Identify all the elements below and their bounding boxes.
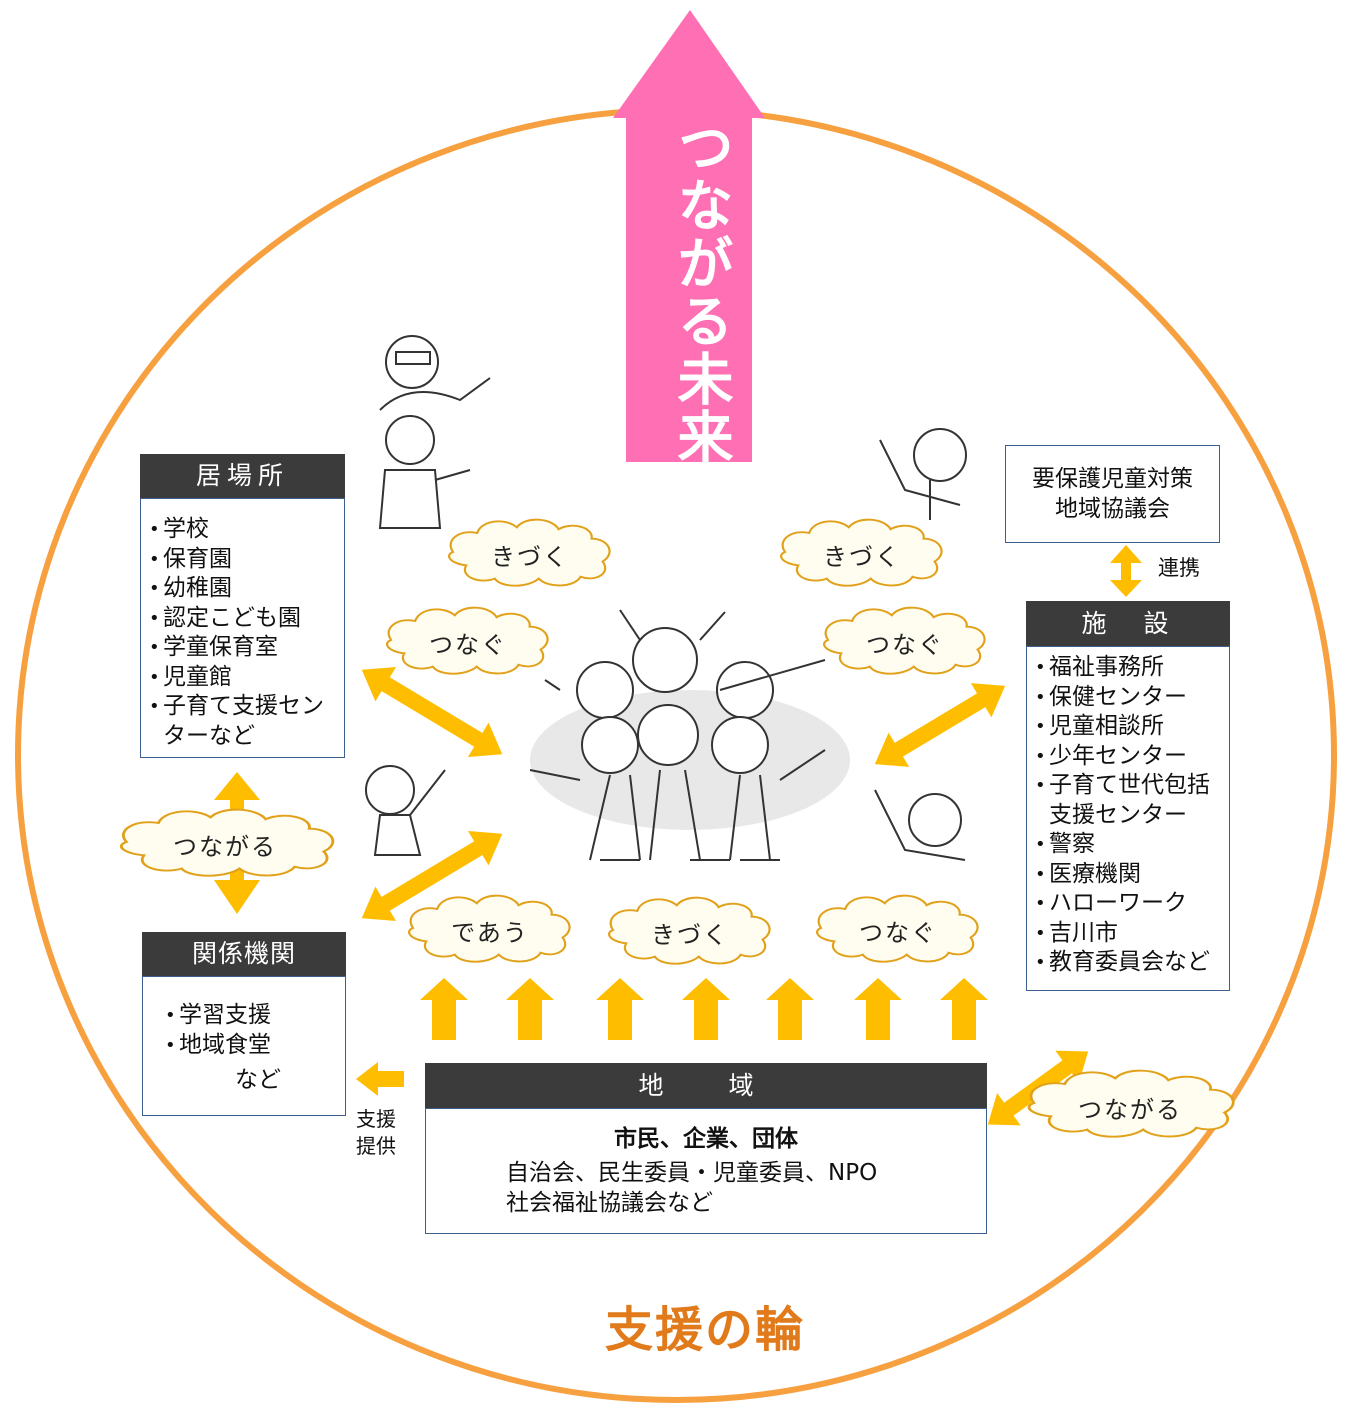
- ibasho-list: 学校 保育園 幼稚園 認定こども園 学童保育室 児童館 子育て支援センターなど: [149, 515, 339, 751]
- people-illustrations: [365, 335, 967, 861]
- shisetsu-list: 福祉事務所 保健センター 児童相談所 少年センター 子育て世代包括支援センター …: [1035, 653, 1227, 978]
- support-provide-line2: 提供: [356, 1134, 396, 1158]
- cloud-tsunagu-left-label: つなぐ: [429, 631, 507, 659]
- list-item: 保育園: [149, 545, 339, 575]
- list-item: 警察: [1035, 830, 1227, 860]
- cloud-kizuku-right-label: きづく: [823, 543, 901, 571]
- future-arrow-shape: [613, 10, 765, 462]
- list-item: 吉川市: [1035, 919, 1227, 949]
- cloud-deau-label: であう: [451, 919, 529, 947]
- list-item: 幼稚園: [149, 574, 339, 604]
- kankei-list: 学習支援 地域食堂: [165, 1001, 335, 1060]
- ibasho-box: 学校 保育園 幼稚園 認定こども園 学童保育室 児童館 子育て支援センターなど: [140, 498, 345, 758]
- list-item: 少年センター: [1035, 742, 1227, 772]
- list-item: 認定こども園: [149, 604, 339, 634]
- children-crowd-illustration: [529, 609, 850, 861]
- support-ring-title: 支援の輪: [604, 1302, 805, 1358]
- yohogo-line2: 地域協議会: [1055, 496, 1170, 522]
- arrow-renkei: [1110, 545, 1142, 597]
- list-item: 子育て支援センターなど: [149, 692, 339, 751]
- chiiki-box: 市民、企業、団体 自治会、民生委員・児童委員、NPO 社会福祉協議会など: [425, 1108, 987, 1234]
- cloud-tsunagu-bottom-label: つなぐ: [859, 919, 937, 947]
- chiiki-header: 地 域: [425, 1063, 987, 1108]
- renkei-label: 連携: [1158, 556, 1200, 580]
- arrow-ibasho-center: [361, 667, 503, 757]
- list-item: ハローワーク: [1035, 889, 1227, 919]
- list-item: 児童館: [149, 663, 339, 693]
- list-item: 学習支援: [165, 1001, 335, 1031]
- kankei-box: 学習支援 地域食堂 など: [142, 976, 346, 1116]
- list-item: 子育て世代包括支援センター: [1035, 771, 1227, 830]
- arrow-support-provide: [356, 1062, 404, 1096]
- chiiki-line2: 自治会、民生委員・児童委員、NPO: [506, 1160, 878, 1186]
- up-arrows-row: [420, 978, 988, 1040]
- list-item: 学童保育室: [149, 633, 339, 663]
- support-provide-line1: 支援: [356, 1107, 396, 1131]
- support-provide-label: 支援 提供: [356, 1106, 396, 1160]
- woman-apron-illustration: [378, 415, 471, 529]
- list-item: 教育委員会など: [1035, 948, 1227, 978]
- ibasho-header: 居場所: [140, 454, 345, 498]
- list-item: 学校: [149, 515, 339, 545]
- list-item: 医療機関: [1035, 860, 1227, 890]
- shisetsu-header: 施 設: [1026, 601, 1230, 646]
- boy-waving-illustration: [879, 428, 967, 520]
- man-waving-illustration: [874, 789, 966, 861]
- kankei-suffix: など: [235, 1067, 281, 1093]
- cloud-kizuku-left-label: きづく: [491, 543, 569, 571]
- kankei-header: 関係機関: [142, 932, 346, 976]
- elderly-man-illustration: [379, 335, 491, 411]
- double-arrows: [214, 545, 1142, 1126]
- yohogo-line1: 要保護児童対策: [1032, 466, 1193, 492]
- yohogo-box: 要保護児童対策 地域協議会: [1005, 445, 1220, 543]
- list-item: 児童相談所: [1035, 712, 1227, 742]
- cloud-tsunagu-right-label: つなぐ: [866, 631, 944, 659]
- shisetsu-box: 福祉事務所 保健センター 児童相談所 少年センター 子育て世代包括支援センター …: [1026, 646, 1230, 991]
- arrow-shisetsu-center: [874, 683, 1006, 767]
- cloud-tsunagaru-right-label: つながる: [1078, 1096, 1182, 1124]
- list-item: 福祉事務所: [1035, 653, 1227, 683]
- cloud-kizuku-bottom-label: きづく: [651, 921, 729, 949]
- girl-waving-illustration: [365, 765, 446, 856]
- future-arrow-label: つながる未来: [668, 118, 733, 466]
- chiiki-line3: 社会福祉協議会など: [506, 1190, 713, 1216]
- list-item: 保健センター: [1035, 683, 1227, 713]
- list-item: 地域食堂: [165, 1031, 335, 1061]
- chiiki-line1: 市民、企業、団体: [614, 1126, 798, 1152]
- arrow-kankei-center: [361, 831, 503, 921]
- cloud-tsunagaru-left-label: つながる: [173, 833, 277, 861]
